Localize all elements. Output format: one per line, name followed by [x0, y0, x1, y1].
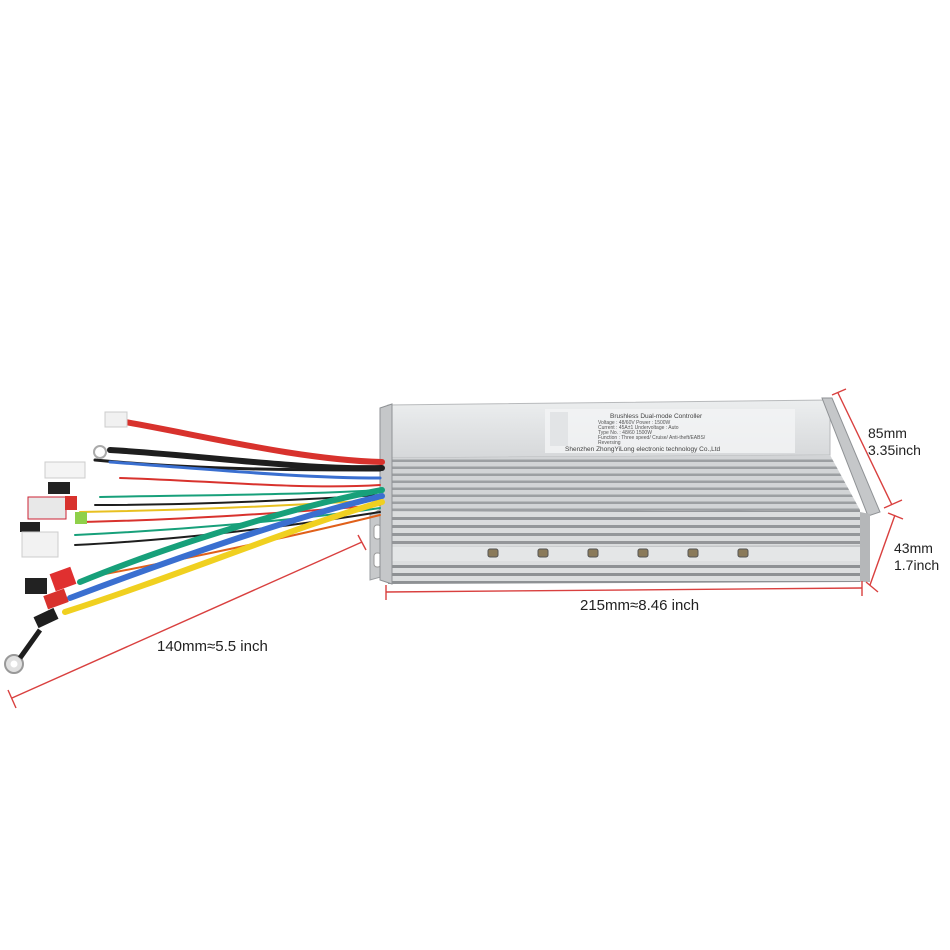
label-manufacturer: Shenzhen ZhongYiLong electronic technolo… — [565, 446, 721, 453]
dimension-line-height — [869, 514, 896, 586]
connector-white — [21, 531, 59, 558]
wire-blue-phase — [67, 493, 385, 601]
wire-black-thin — [74, 511, 381, 546]
height-inch: 1.7inch — [894, 557, 940, 573]
dimension-tick — [7, 689, 17, 709]
upper-heat-fins — [388, 455, 860, 512]
connector-black — [48, 482, 70, 494]
screw — [637, 548, 649, 558]
wire-harness — [62, 419, 385, 615]
end-cap-left — [379, 403, 393, 585]
label-line: Voltage : 48/60V Power : 1500W — [598, 420, 671, 426]
screw — [737, 548, 749, 558]
cable-length-label: 140mm≈5.5 inch — [157, 638, 268, 655]
connector-red-bullet — [49, 566, 77, 592]
connector-red-bullet — [43, 588, 69, 610]
wire-green-phase — [77, 487, 385, 585]
dimension-line-length — [385, 587, 863, 593]
end-cap-right — [821, 397, 881, 517]
connector-green — [75, 512, 87, 524]
bottom-heat-fins — [388, 561, 860, 584]
connector-red — [65, 496, 77, 510]
width-mm: 85mm — [868, 425, 907, 441]
label-line: Function : Three speed/ Cruise/ Anti-the… — [598, 435, 706, 441]
length-label: 215mm≈8.46 inch — [580, 597, 700, 614]
wire-green-thin — [99, 489, 381, 498]
ring-terminal — [93, 445, 107, 459]
screw-row — [487, 548, 749, 558]
label-line: Current : 45A±1 Undervoltage : Auto — [598, 425, 679, 431]
dimension-tick — [831, 388, 847, 396]
screw — [487, 548, 499, 558]
controller-housing: Brushless Dual-mode Controller Voltage :… — [369, 397, 881, 585]
height-mm: 43mm — [894, 540, 933, 556]
screw-rail — [388, 547, 860, 561]
connector-red-label — [27, 496, 67, 520]
wire-black-ground — [17, 628, 43, 660]
connectors — [4, 411, 128, 674]
wire-yellow-phase — [62, 499, 385, 615]
connector-white — [104, 411, 128, 428]
width-label: 85mm 3.35inch — [868, 425, 921, 459]
dimension-tick — [357, 534, 367, 551]
lower-heat-fins — [388, 510, 860, 547]
connector-black — [20, 522, 40, 532]
product-label: Brushless Dual-mode Controller Voltage :… — [545, 409, 795, 453]
connector-black — [25, 578, 47, 594]
width-inch: 3.35inch — [868, 442, 921, 458]
screw — [687, 548, 699, 558]
wire-blue-thin — [108, 460, 382, 480]
label-line: Type No. : 48/60 1500W — [598, 430, 652, 436]
connector-white — [44, 461, 86, 479]
label-line: Reversing — [598, 440, 621, 446]
dimension-line-width — [837, 392, 893, 506]
wire-black-power — [107, 447, 385, 472]
dimension-lines — [7, 388, 904, 709]
end-cap-right-lower — [860, 512, 870, 582]
ring-terminal-hole — [10, 660, 18, 668]
dimension-tick — [887, 512, 904, 520]
wire-orange-thin — [99, 514, 381, 576]
heatshrink-black — [33, 607, 59, 629]
label-title: Brushless Dual-mode Controller — [610, 413, 703, 420]
screw — [587, 548, 599, 558]
dimension-tick — [883, 499, 903, 509]
wire-red-power — [122, 419, 385, 465]
dimension-tick — [865, 581, 879, 593]
screw — [537, 548, 549, 558]
height-label: 43mm 1.7inch — [894, 540, 939, 574]
dimension-line-cable — [11, 541, 363, 699]
wire-red-thin — [119, 477, 381, 488]
